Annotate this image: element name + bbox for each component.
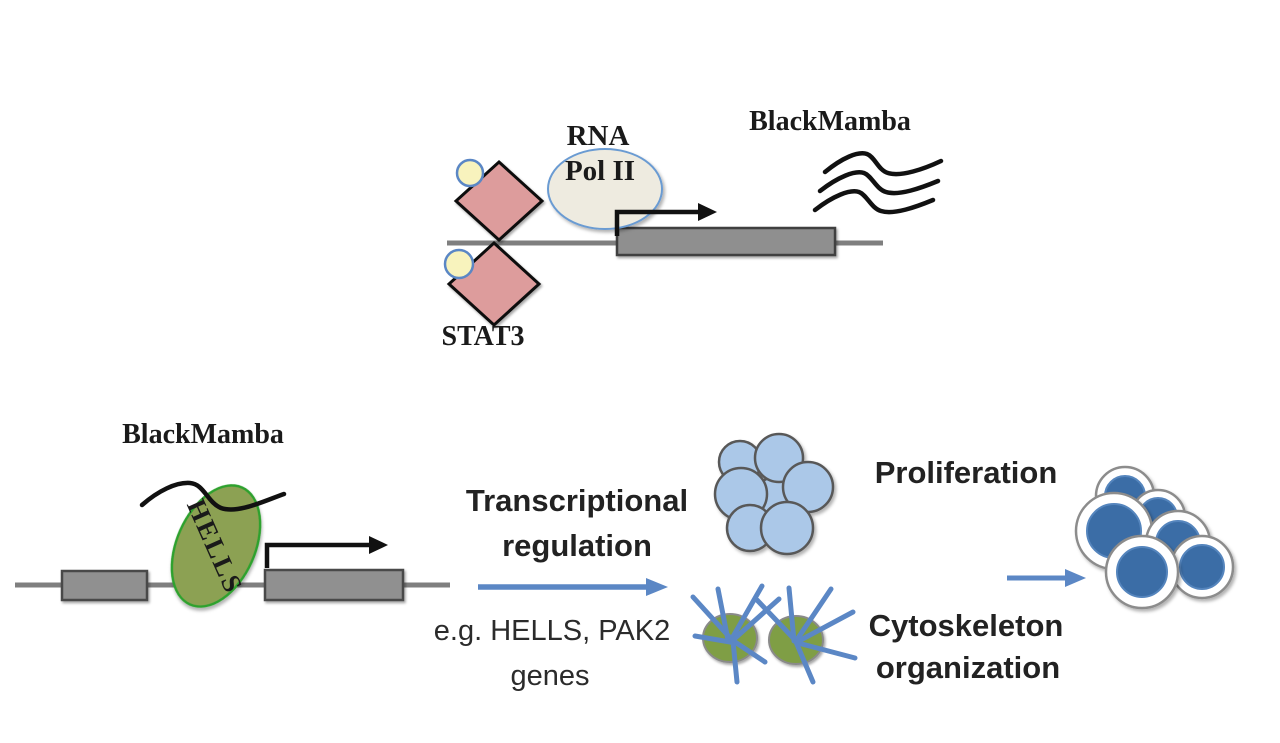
outcome-arrow-icon	[1007, 569, 1086, 587]
tss-arrow-icon-bottom	[264, 536, 388, 568]
stat3-dimer	[443, 158, 545, 328]
microtubule-lines	[690, 583, 858, 685]
blackmamba-transcript-label: BlackMamba	[749, 106, 911, 137]
gene-box-left	[60, 569, 149, 602]
process-sub-line1: e.g. HELLS, PAK2	[434, 615, 670, 647]
nucleated-cell	[1104, 534, 1180, 610]
process-title-line1: Transcriptional	[466, 483, 688, 518]
nucleated-cell-cluster	[1074, 465, 1235, 610]
bottom-panel: HELLS BlackMamba Transcriptional regulat…	[15, 419, 1235, 692]
outcome1-label: Proliferation	[875, 455, 1058, 490]
tss-arrow-icon-top	[614, 203, 717, 236]
process-title-line2: regulation	[502, 528, 652, 563]
cytoskeleton-cells	[690, 583, 858, 685]
phospho-circle-upper	[455, 158, 485, 188]
hells-ellipse	[170, 484, 262, 608]
process-sub-line2: genes	[510, 660, 589, 692]
gene-box-top	[615, 226, 837, 257]
cell-circle	[759, 500, 815, 556]
gene-box-right	[263, 568, 405, 602]
rna-polii-label-rna: RNA	[567, 120, 630, 152]
blackmamba-lncrna-label: BlackMamba	[122, 419, 284, 450]
top-panel: RNA Pol II STAT3 BlackMamba	[442, 106, 944, 352]
proliferation-cell-cluster	[713, 432, 835, 556]
transcript-squiggles	[812, 151, 944, 215]
phospho-circle-lower	[443, 248, 475, 280]
outcome2-label-line2: organization	[876, 650, 1060, 685]
lncrna-squiggle	[139, 480, 287, 512]
stat3-label: STAT3	[442, 321, 525, 352]
regulation-arrow-icon	[478, 578, 668, 596]
rna-polii-ellipse	[547, 148, 663, 230]
rna-polii-label-polii: Pol II	[565, 155, 635, 187]
outcome2-label-line1: Cytoskeleton	[869, 608, 1064, 643]
nucleated-cell	[1169, 534, 1235, 600]
